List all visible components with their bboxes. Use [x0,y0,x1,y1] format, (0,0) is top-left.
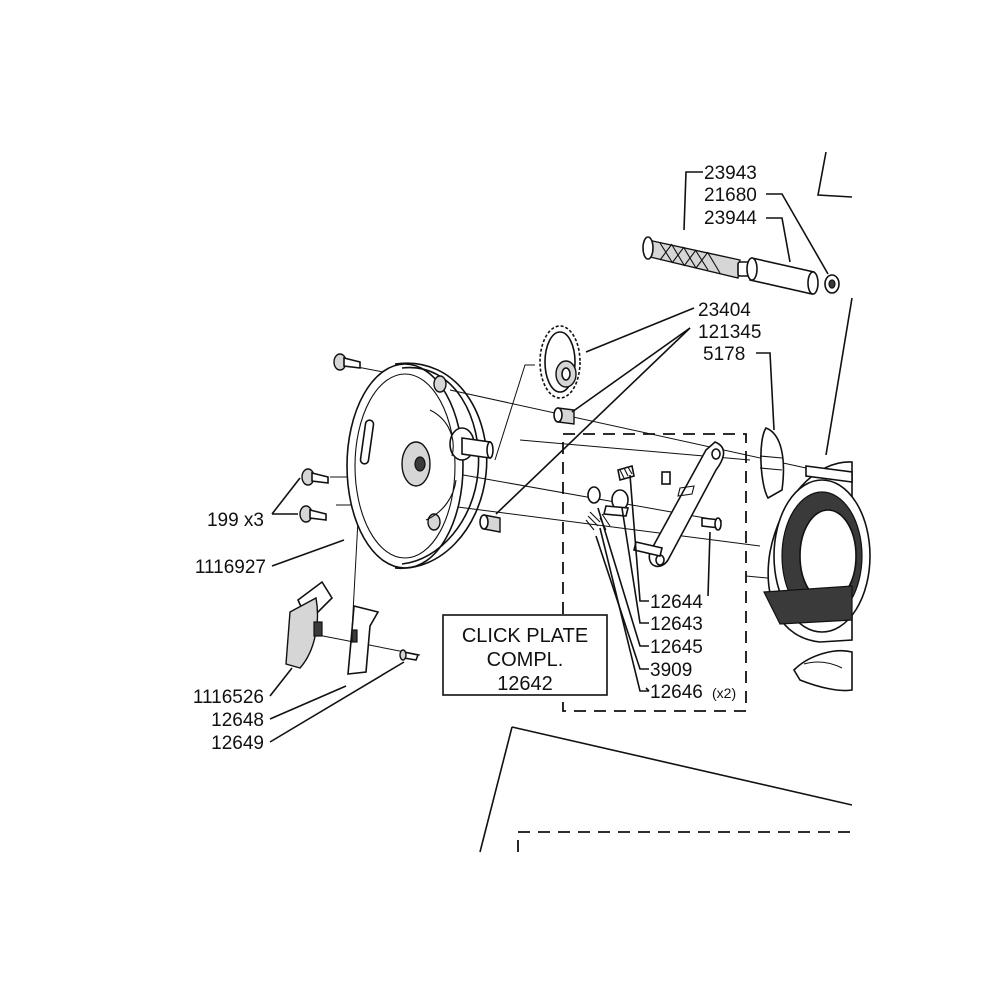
label-121345: 121345 [698,322,761,343]
reel-body-spool [763,461,871,692]
label-23943: 23943 [704,163,757,184]
label-21680: 21680 [704,185,757,206]
spring-12648 [347,604,380,675]
bushing-121345-upper [553,407,575,425]
lever-1116526 [285,580,334,669]
click-plate-line3: 12642 [497,673,553,695]
label-12643: 12643 [650,614,703,635]
nut-21680 [824,274,840,294]
click-plate-12642 [633,441,725,568]
side-plate-1116927 [346,362,494,569]
label-12646-qty: (x2) [712,685,736,701]
label-23944: 23944 [704,208,757,229]
pin-12649 [399,649,420,661]
clip-5178 [759,427,785,500]
bushing-121345-lower [479,514,501,533]
reel-frame-outline [479,151,853,853]
handle-shaft-assembly [642,236,840,295]
screw-199-middle [301,468,329,486]
tube-23944 [746,257,819,295]
label-5178: 5178 [703,344,745,365]
label-1116927: 1116927 [195,557,266,578]
label-12644: 12644 [650,592,703,613]
label-12646: 12646 [650,682,703,703]
click-plate-callout-box: CLICK PLATE COMPL. 12642 [442,614,608,696]
shaft-23943 [642,236,751,279]
screw-199-top [333,353,361,371]
label-12649: 12649 [211,733,264,754]
click-parts-12643-12645 [587,464,671,517]
label-3909: 3909 [650,660,692,681]
label-199: 199 x3 [207,510,264,531]
label-1116526: 1116526 [193,687,264,708]
click-plate-line2: COMPL. [487,649,564,671]
click-plate-dashed-outline [562,433,747,712]
click-plate-line1: CLICK PLATE [462,625,588,647]
part-labels: 23943 21680 23944 23404 121345 5178 199 … [193,163,762,754]
screw-199-bottom [299,505,327,523]
label-12645: 12645 [650,637,703,658]
gear-23404 [539,325,581,399]
leader-lines [269,171,829,743]
label-12648: 12648 [211,710,264,731]
label-23404: 23404 [698,300,751,321]
